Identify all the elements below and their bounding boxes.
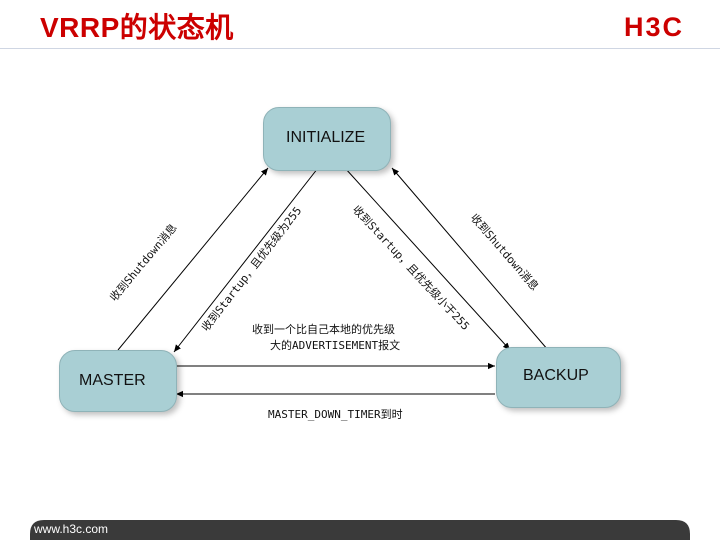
- arrow-initialize-to-master: [173, 167, 319, 353]
- state-backup-label: BACKUP: [523, 367, 589, 384]
- label-initialize-to-backup: 收到Startup，且优先级小于255: [350, 202, 473, 332]
- title-divider: [0, 48, 720, 49]
- slide-title: VRRP的状态机: [40, 12, 234, 43]
- label-master-to-backup-line1: 收到一个比自己本地的优先级: [252, 322, 395, 336]
- h3c-logo: H3C: [624, 12, 684, 40]
- label-master-to-initialize: 收到Shutdown消息: [107, 221, 180, 304]
- h3c-logo-text: H3C: [624, 12, 684, 40]
- arrow-master-to-initialize: [117, 167, 269, 351]
- state-initialize: [263, 107, 391, 171]
- label-backup-to-initialize: 收到Shutdown消息: [468, 211, 542, 293]
- state-initialize-label: INITIALIZE: [286, 129, 366, 146]
- state-master-label: MASTER: [79, 372, 146, 389]
- state-master: [59, 350, 177, 412]
- footer-url: www.h3c.com: [34, 522, 109, 536]
- arrow-initialize-to-backup: [344, 167, 511, 351]
- label-backup-to-master: MASTER_DOWN_TIMER到时: [268, 408, 403, 421]
- footer-bar: [30, 520, 690, 540]
- label-master-to-backup-line2: 大的ADVERTISEMENT报文: [270, 338, 400, 352]
- arrow-backup-to-initialize: [391, 167, 549, 351]
- label-initialize-to-master: 收到Startup，且优先级为255: [198, 204, 304, 334]
- page-number: 33: [690, 523, 704, 537]
- state-backup: [496, 347, 621, 408]
